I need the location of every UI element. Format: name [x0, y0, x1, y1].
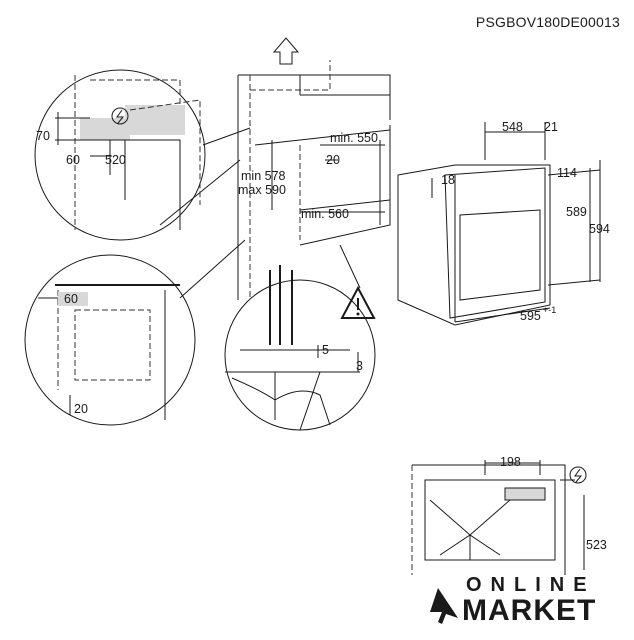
dim-5: 5 — [322, 343, 329, 357]
dim-3: 3 — [356, 359, 363, 373]
warning-triangle-icon — [340, 285, 376, 319]
dim-523: 523 — [586, 538, 607, 552]
cursor-arrow-logo — [430, 588, 458, 624]
lift-arrow-icon — [272, 37, 300, 65]
electrical-connection-icon — [569, 466, 587, 484]
dim-60-left: 60 — [64, 292, 78, 306]
dim-70: 70 — [36, 129, 50, 143]
dim-520: 520 — [105, 153, 126, 167]
dim-20-mid: 20 — [326, 153, 340, 167]
top-view-drawing: 198 523 — [411, 455, 607, 575]
dim-198: 198 — [500, 455, 521, 469]
cabinet-drawing: min. 550 20 min 578 max 590 min. 560 — [237, 37, 391, 300]
dim-595: 595 — [520, 309, 541, 323]
dim-min-550: min. 550 — [330, 131, 378, 145]
dim-min-560: min. 560 — [301, 207, 349, 221]
dim-114: 114 — [557, 166, 577, 180]
document-code: PSGBOV180DE00013 — [475, 14, 620, 30]
dim-548: 548 — [502, 120, 523, 134]
dim-min-578: min 578 — [241, 169, 286, 183]
brand-line-2: MARKET — [462, 594, 597, 627]
detail-circle-top-left: 70 60 520 — [34, 69, 251, 241]
dim-max-590: max 590 — [238, 183, 286, 197]
dim-18: 18 — [441, 173, 455, 187]
dim-21: 21 — [544, 120, 558, 134]
detail-circle-center: 5 3 — [224, 244, 376, 431]
dim-594: 594 — [589, 222, 610, 236]
brand-line-1: ONLINE — [466, 574, 596, 596]
dim-589: 589 — [566, 205, 587, 219]
dim-595-tolerance: +-1 — [543, 305, 556, 315]
detail-circle-left: 60 20 — [24, 239, 246, 426]
dim-20-left: 20 — [74, 402, 88, 416]
dim-60-top: 60 — [66, 153, 80, 167]
electrical-connection-icon — [111, 107, 129, 125]
oven-drawing: 548 21 18 114 589 594 595 +-1 — [397, 120, 610, 326]
